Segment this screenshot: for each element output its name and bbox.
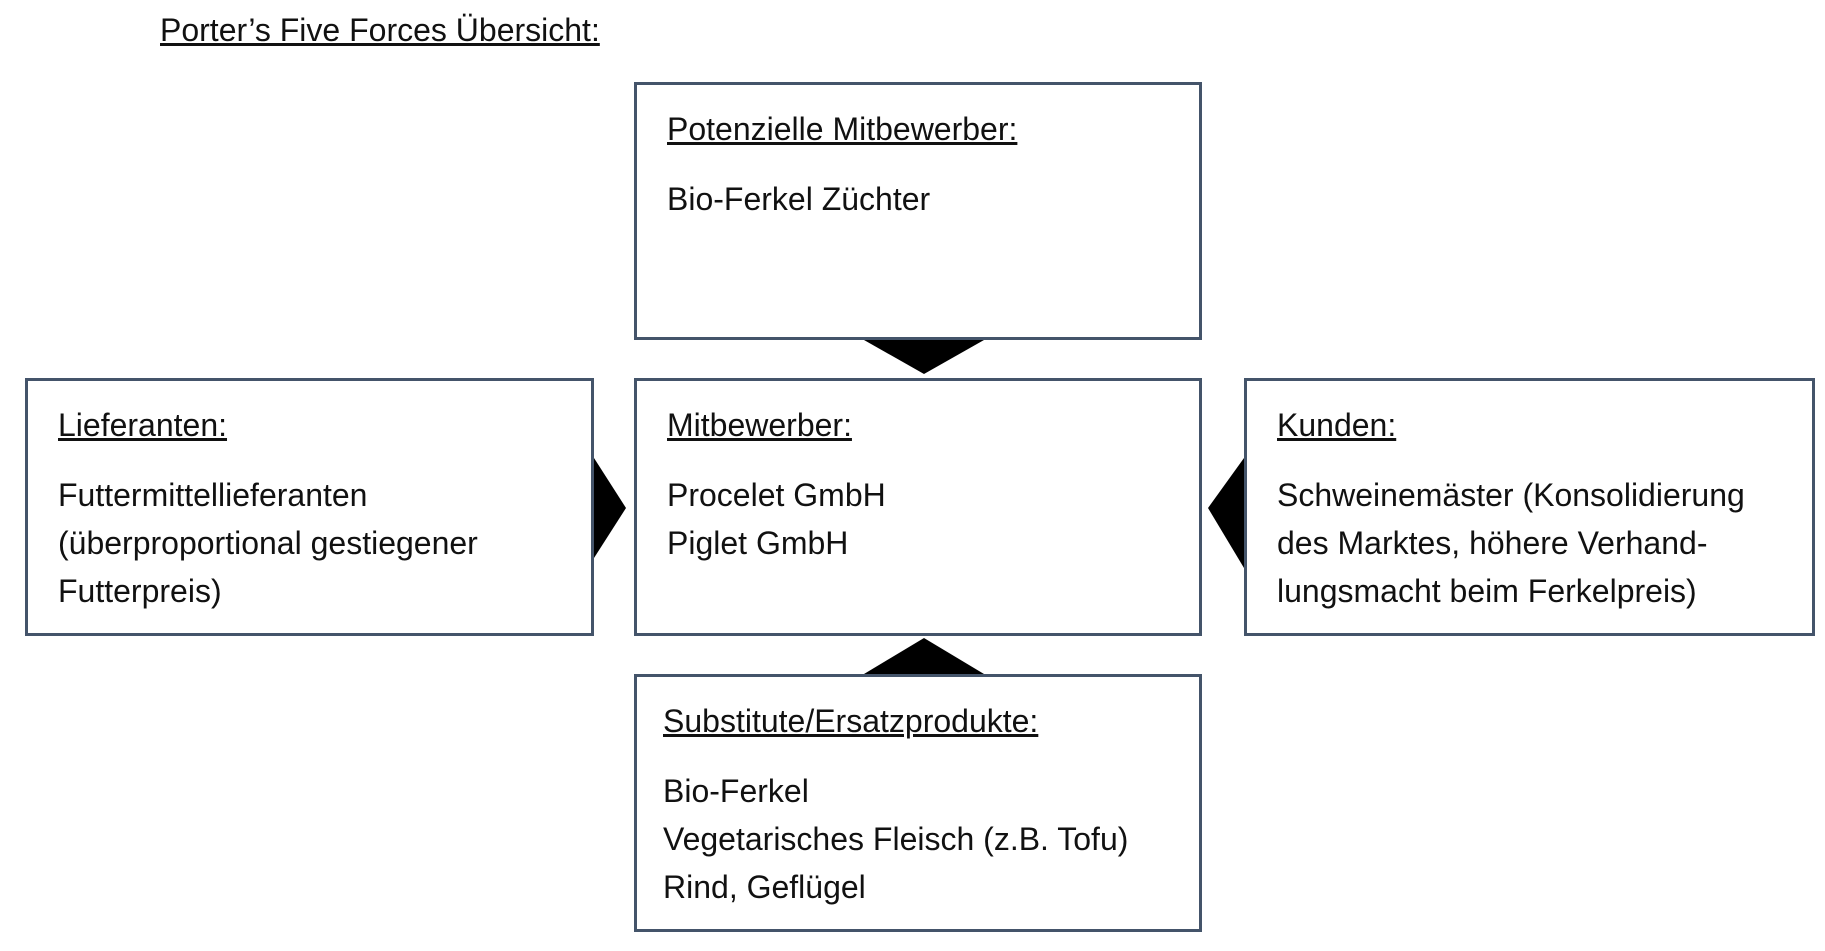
substitutes-content: Bio-Ferkel Vegetarisches Fleisch (z.B. T… xyxy=(663,767,1169,911)
customers-line: Schweinemäster (Konsolidierung xyxy=(1277,477,1745,513)
potential-competitors-line: Bio-Ferkel Züchter xyxy=(667,181,931,217)
suppliers-box: Lieferanten: Futtermittellieferanten (üb… xyxy=(25,378,594,636)
potential-competitors-box: Potenzielle Mitbewerber: Bio-Ferkel Züch… xyxy=(634,82,1202,340)
customers-line: lungsmacht beim Ferkelpreis) xyxy=(1277,573,1697,609)
competitors-line: Piglet GmbH xyxy=(667,525,849,561)
suppliers-title: Lieferanten: xyxy=(58,407,228,443)
substitutes-line: Vegetarisches Fleisch (z.B. Tofu) xyxy=(663,821,1129,857)
substitutes-line: Bio-Ferkel xyxy=(663,773,809,809)
substitutes-box: Substitute/Ersatzprodukte: Bio-Ferkel Ve… xyxy=(634,674,1202,932)
customers-title: Kunden: xyxy=(1277,407,1397,443)
suppliers-line: (überproportional gestiegener xyxy=(58,525,478,561)
arrow-up-icon xyxy=(864,638,984,674)
arrow-right-icon xyxy=(594,458,626,558)
suppliers-line: Futterpreis) xyxy=(58,573,222,609)
arrow-left-icon xyxy=(1208,458,1244,568)
potential-competitors-title: Potenzielle Mitbewerber: xyxy=(667,111,1018,147)
suppliers-line: Futtermittellieferanten xyxy=(58,477,368,513)
suppliers-content: Futtermittellieferanten (überproportiona… xyxy=(58,471,561,615)
substitutes-line: Rind, Geflügel xyxy=(663,869,866,905)
page-title: Porter’s Five Forces Übersicht: xyxy=(160,12,600,48)
customers-content: Schweinemäster (Konsolidierung des Markt… xyxy=(1277,471,1782,615)
competitors-content: Procelet GmbH Piglet GmbH xyxy=(667,471,1169,567)
arrow-down-icon xyxy=(864,340,984,374)
customers-line: des Marktes, höhere Verhand- xyxy=(1277,525,1708,561)
competitors-box: Mitbewerber: Procelet GmbH Piglet GmbH xyxy=(634,378,1202,636)
potential-competitors-content: Bio-Ferkel Züchter xyxy=(667,175,1169,223)
competitors-title: Mitbewerber: xyxy=(667,407,852,443)
substitutes-title: Substitute/Ersatzprodukte: xyxy=(663,703,1039,739)
competitors-line: Procelet GmbH xyxy=(667,477,886,513)
customers-box: Kunden: Schweinemäster (Konsolidierung d… xyxy=(1244,378,1815,636)
